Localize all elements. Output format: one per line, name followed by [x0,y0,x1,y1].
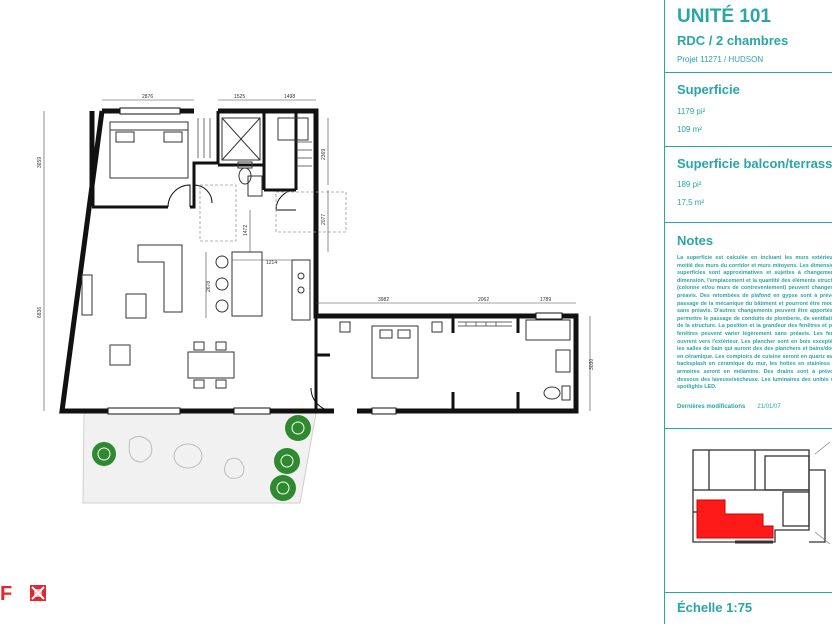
key-plan [692,441,831,545]
tree-icon [285,415,311,441]
dim-top-bedroom: 2876 [142,94,153,100]
notes-heading: Notes [677,233,714,248]
divider [665,146,832,147]
divider [665,72,832,73]
tree-icon [92,442,116,466]
brand-logo-letter: F [0,583,13,605]
bed-icon [339,321,443,379]
bathtub-icon [221,117,261,161]
dim-walkin-width: 2062 [478,297,489,303]
last-modified-label: Dernières modifications [677,404,746,410]
tree-icon [274,448,300,474]
notes-body: La superficie est calculée en incluant l… [677,255,832,391]
tree-icon [270,475,296,501]
last-modified: Dernières modifications 21/01/07 [677,404,781,410]
interior-walls [92,111,520,411]
superficie-metric: 109 m² [677,125,702,134]
brand-logo-icon [30,585,46,601]
windows [107,107,563,415]
dim-top-bath: 1525 [234,94,245,100]
scale-label: Échelle 1:75 [677,600,753,615]
dim-left-bedroom: 3659 [37,157,43,168]
superficie-heading: Superficie [677,82,740,97]
divider [665,428,832,429]
project-label: Projet 11271 / HUDSON [677,55,764,64]
dim-hall-h: 1472 [243,225,249,236]
unit-highlight [696,499,774,539]
balcon-imperial: 189 pi² [677,180,702,189]
dim-bed2-height: 3030 [589,359,595,370]
divider [665,222,832,223]
dim-closet-right: 2369 [321,149,327,160]
unit-subtitle: RDC / 2 chambres [677,33,789,48]
unit-title: UNITÉ 101 [677,6,771,27]
dim-left-living: 6836 [37,307,43,318]
exterior-walls [59,108,579,414]
dimension-lines [43,99,591,411]
dim-island-h: 1214 [266,260,277,266]
balcon-heading: Superficie balcon/terrasse [677,156,832,171]
dim-hall-v: 2077 [321,214,327,225]
info-panel: UNITÉ 101 RDC / 2 chambres Projet 11271 … [664,0,832,624]
doors [167,184,335,412]
divider [665,592,832,593]
terrace-furniture [128,436,245,479]
balcon-metric: 17,5 m² [677,198,705,207]
sofa-icon [125,244,183,319]
floor-plan: 2876 1525 1498 3659 6836 2369 2077 1472 … [30,94,595,601]
superficie-imperial: 1179 pi² [677,107,706,116]
dim-top-closet: 1498 [284,94,295,100]
toilet-icon [543,385,571,401]
dim-bath2-width: 1789 [540,297,551,303]
bed-icon [109,121,189,179]
last-modified-date: 21/01/07 [757,404,781,410]
dim-bed2-width: 3982 [378,297,389,303]
dim-island-v: 2678 [206,281,212,292]
